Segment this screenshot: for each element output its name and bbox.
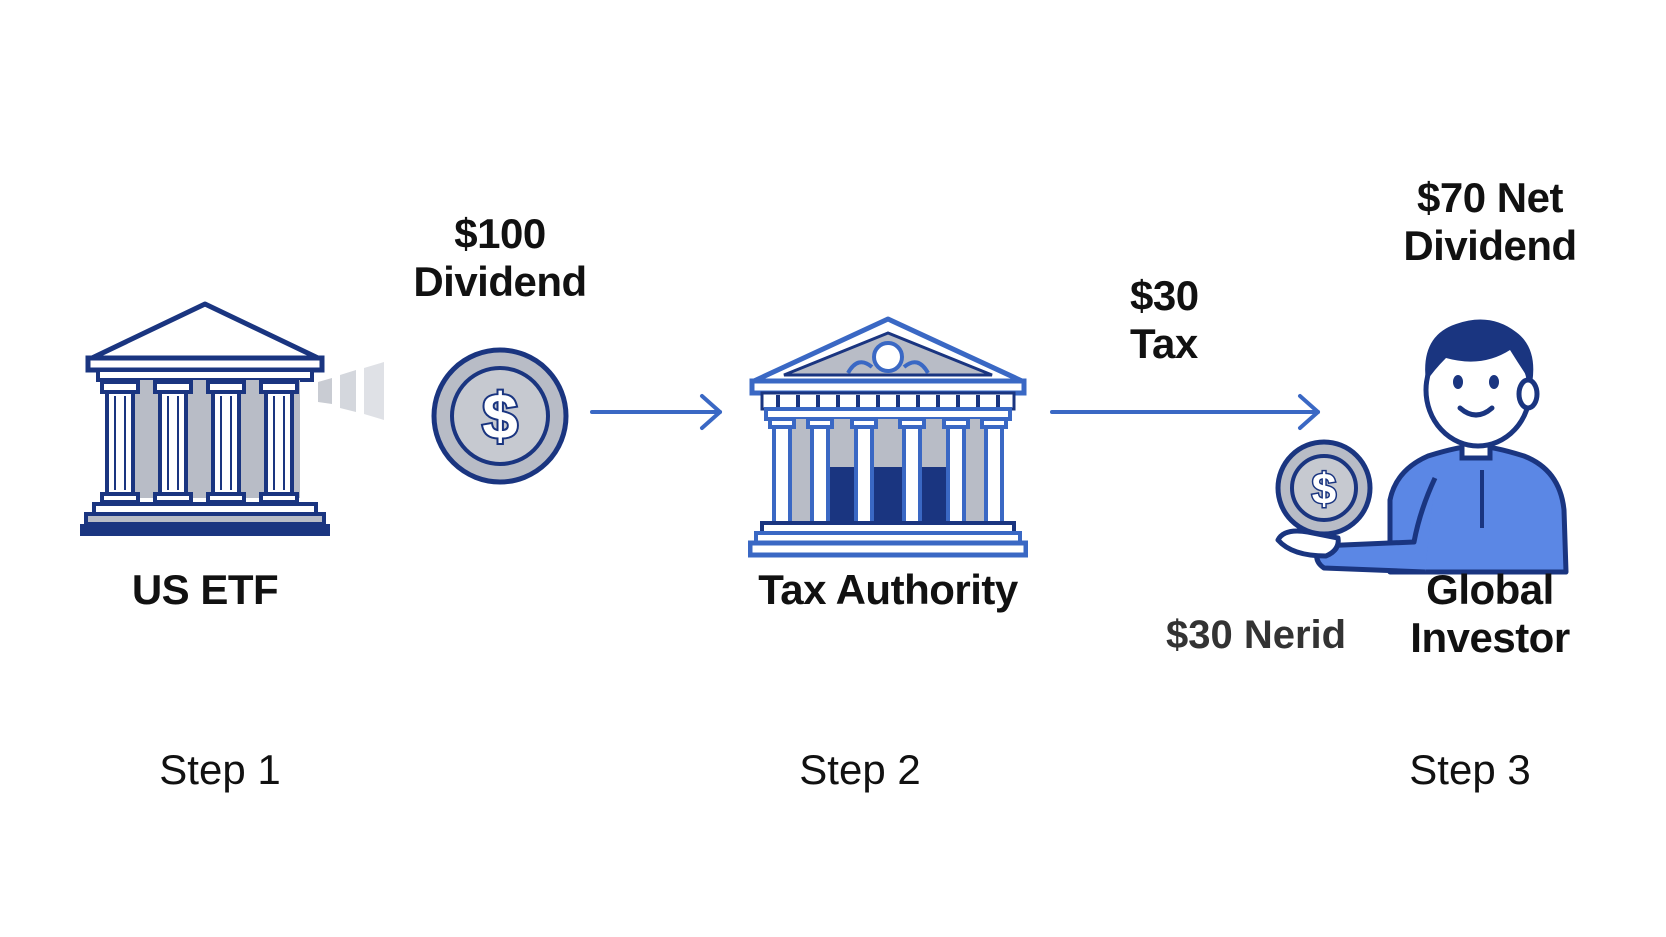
gross-dividend-label: $100 Dividend xyxy=(370,210,630,306)
global-investor-label: Global Investor xyxy=(1410,566,1570,661)
net-dividend-amount: $70 Net xyxy=(1417,174,1563,221)
coin-note-label: $30 Nerid xyxy=(1166,613,1347,657)
dollar-coin-icon: $ xyxy=(430,346,570,486)
us-etf-building-icon xyxy=(80,300,330,545)
person-holding-coin-icon: $ xyxy=(1220,310,1580,590)
gross-dividend-amount: $100 xyxy=(454,210,546,257)
government-building-icon xyxy=(748,315,1028,575)
step-3-label: Step 3 xyxy=(1409,746,1531,793)
svg-text:$: $ xyxy=(1312,465,1336,514)
gross-dividend-text: Dividend xyxy=(413,258,587,305)
tax-arrow-right-icon xyxy=(1050,392,1326,432)
tax-amount: $30 xyxy=(1130,272,1199,319)
motion-lines-icon xyxy=(318,360,388,422)
tax-label: $30 Tax xyxy=(1130,272,1330,368)
net-dividend-label: $70 Net Dividend xyxy=(1360,174,1620,270)
net-dividend-text: Dividend xyxy=(1403,222,1577,269)
us-etf-label: US ETF xyxy=(131,566,279,613)
step-2-label: Step 2 xyxy=(799,746,921,793)
tax-text: Tax xyxy=(1130,320,1198,367)
arrow-right-icon xyxy=(590,392,730,432)
tax-authority-label: Tax Authority xyxy=(758,566,1018,613)
svg-text:$: $ xyxy=(482,380,518,452)
step-1-label: Step 1 xyxy=(159,746,281,793)
